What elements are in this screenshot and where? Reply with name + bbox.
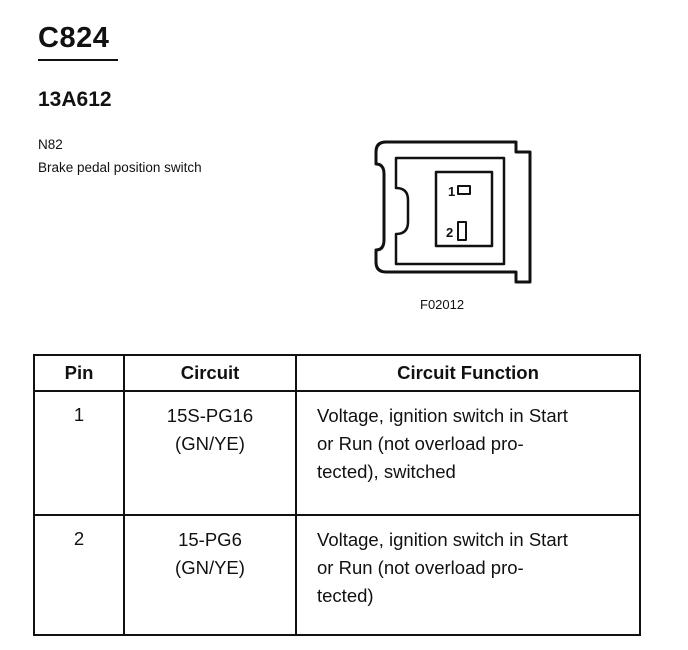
function-line: tected) bbox=[317, 585, 374, 606]
table-header-row: Pin Circuit Circuit Function bbox=[33, 354, 641, 392]
connector-terminal-block bbox=[434, 170, 494, 248]
table-row: 1 15S-PG16 (GN/YE) Voltage, ignition swi… bbox=[33, 390, 641, 516]
component-code: N82 bbox=[38, 137, 63, 152]
column-header-circuit-function: Circuit Function bbox=[295, 354, 641, 392]
function-line: Voltage, ignition switch in Start bbox=[317, 529, 568, 550]
circuit-cell: 15S-PG16 (GN/YE) bbox=[123, 390, 297, 516]
pin-cell: 1 bbox=[33, 390, 125, 516]
function-line: Voltage, ignition switch in Start bbox=[317, 405, 568, 426]
pin-cell: 2 bbox=[33, 514, 125, 636]
title-underline bbox=[38, 59, 118, 61]
pin-table: Pin Circuit Circuit Function 1 15S-PG16 … bbox=[33, 354, 641, 636]
circuit-code: 15-PG6 bbox=[178, 529, 242, 550]
circuit-cell: 15-PG6 (GN/YE) bbox=[123, 514, 297, 636]
connector-face-diagram: 1 2 bbox=[374, 140, 532, 284]
circuit-color: (GN/YE) bbox=[175, 557, 245, 578]
circuit-code: 15S-PG16 bbox=[166, 405, 254, 426]
column-header-pin: Pin bbox=[33, 354, 125, 392]
column-header-circuit: Circuit bbox=[123, 354, 297, 392]
pin-1-cavity bbox=[457, 185, 471, 195]
part-number: 13A612 bbox=[38, 88, 112, 111]
circuit-function-cell: Voltage, ignition switch in Start or Run… bbox=[295, 390, 641, 516]
connector-id: C824 bbox=[38, 22, 110, 54]
pin-2-cavity bbox=[457, 221, 467, 241]
circuit-function-cell: Voltage, ignition switch in Start or Run… bbox=[295, 514, 641, 636]
circuit-color: (GN/YE) bbox=[175, 433, 245, 454]
connector-housing-outline bbox=[374, 140, 532, 284]
connector-inner-outline bbox=[394, 156, 506, 266]
pin-2-label: 2 bbox=[446, 225, 453, 240]
component-name: Brake pedal position switch bbox=[38, 160, 202, 175]
figure-id: F02012 bbox=[420, 297, 465, 312]
function-line: or Run (not overload pro- bbox=[317, 557, 524, 578]
function-line: or Run (not overload pro- bbox=[317, 433, 524, 454]
pin-1-label: 1 bbox=[448, 184, 455, 199]
table-row: 2 15-PG6 (GN/YE) Voltage, ignition switc… bbox=[33, 514, 641, 636]
function-line: tected), switched bbox=[317, 461, 456, 482]
